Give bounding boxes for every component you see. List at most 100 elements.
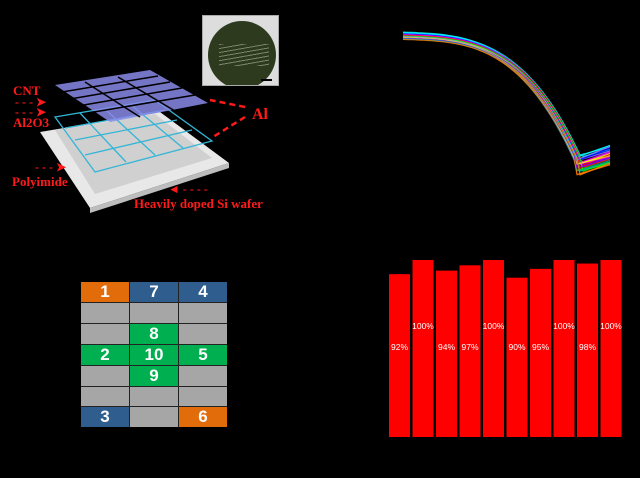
transfer-curve (402, 31, 611, 157)
arrow-polyimide: - - - ➤ (35, 160, 67, 174)
bar-chip-8 (553, 260, 575, 437)
y-tick-label: 60 (365, 326, 377, 338)
arrow-si-wafer: ◄ - - - - (168, 182, 208, 196)
transfer-curve (402, 36, 611, 161)
device-schematic: CNT - - - ➤ - - - ➤ Al2O3 Al - - - ➤ Pol… (0, 0, 320, 240)
transfer-curve (402, 36, 611, 165)
transfer-curve (402, 31, 611, 157)
transfer-curve (402, 35, 611, 172)
transfer-curve (402, 33, 611, 167)
transfer-curve (402, 34, 611, 168)
transfer-curve (402, 33, 611, 161)
chip-cell-empty (81, 323, 129, 344)
chip-cell-6: 6 (179, 407, 227, 427)
bar-chip-4 (459, 265, 481, 437)
bar-chip-3 (436, 270, 457, 437)
transfer-curve (402, 32, 611, 158)
bar-data-label: 92% (391, 342, 408, 352)
x-tick-label: 10 (605, 445, 617, 457)
chip-cell-empty (179, 365, 227, 386)
chip-cell-empty (81, 365, 129, 386)
x-tick-label: 2 (420, 445, 426, 457)
transfer-curve (402, 32, 611, 161)
chip-cell-empty (130, 386, 178, 406)
bar-data-label: 100% (483, 321, 505, 331)
x-axis-label: Chip number (463, 461, 538, 476)
label-polyimide: Polyimide (12, 174, 68, 189)
transfer-curve (402, 32, 611, 165)
transfer-curve (402, 34, 611, 169)
chip-cell-1: 1 (81, 282, 129, 302)
bar-chip-5 (483, 260, 504, 437)
label-al2o3: Al2O3 (13, 115, 50, 130)
transfer-curve (402, 34, 611, 169)
chip-cell-empty (179, 303, 227, 323)
bar-chip-6 (506, 277, 528, 437)
x-tick-label: 9 (584, 445, 590, 457)
bar-data-label: 97% (461, 342, 478, 352)
bar-data-label: 100% (600, 321, 622, 331)
layer-stack-illustration (40, 70, 229, 213)
transfer-curve (402, 34, 611, 172)
chip-cell-4: 4 (179, 282, 227, 302)
transfer-curve (402, 39, 611, 176)
x-tick-label: 4 (467, 445, 473, 457)
chip-cell-empty (81, 303, 129, 323)
chip-cell-9: 9 (130, 365, 178, 386)
label-si-wafer: Heavily doped Si wafer (134, 196, 263, 211)
bar-chip-2 (412, 260, 434, 437)
y-tick-label: 20 (365, 397, 377, 409)
x-tick-label: 7 (537, 445, 543, 457)
transfer-curve (402, 33, 611, 161)
transfer-curve (402, 32, 611, 161)
bar-data-label: 95% (532, 342, 549, 352)
x-tick-label: 5 (490, 445, 496, 457)
transfer-curve (402, 34, 611, 172)
y-tick-label: 40 (365, 361, 377, 373)
bar-data-label: 100% (553, 321, 575, 331)
x-tick-label: 3 (443, 445, 449, 457)
bar-data-label: 98% (579, 342, 596, 352)
transfer-curve (402, 35, 611, 161)
yield-bar-chart: Yield (%) Chip number 02040608010092%110… (330, 255, 622, 476)
chip-cell-7: 7 (130, 282, 178, 302)
transfer-curve (402, 34, 611, 165)
chip-cell-10: 10 (130, 344, 178, 365)
chip-cell-empty (130, 303, 178, 323)
chip-cell-empty (81, 386, 129, 406)
chip-cell-empty (179, 323, 227, 344)
transfer-curve (402, 36, 611, 165)
bar-chip-9 (577, 263, 598, 437)
label-al: Al (252, 106, 268, 123)
y-tick-label: 100 (359, 255, 377, 267)
arrow-cnt: - - - ➤ (15, 95, 47, 109)
transfer-curve (402, 36, 611, 165)
bar-chip-10 (600, 260, 622, 437)
transfer-curve (402, 35, 611, 161)
bar-data-label: 100% (412, 321, 434, 331)
transfer-curve (402, 33, 611, 165)
transfer-curve (402, 35, 611, 172)
arrow-al2o3: - - - ➤ (15, 105, 47, 119)
label-cnt: CNT (13, 83, 41, 98)
bar-data-label: 94% (438, 342, 455, 352)
bar-data-label: 90% (508, 342, 525, 352)
y-tick-label: 0 (371, 432, 377, 444)
chip-cell-3: 3 (81, 407, 129, 427)
x-tick-label: 8 (561, 445, 567, 457)
y-tick-label: 80 (365, 290, 377, 302)
transfer-curve (402, 35, 611, 161)
y-axis-label: Yield (%) (330, 324, 345, 376)
chip-cell-8: 8 (130, 323, 178, 344)
chip-cell-empty (179, 386, 227, 406)
transfer-curve (402, 33, 611, 165)
scale-bar (261, 79, 272, 81)
wafer-photo (202, 15, 279, 86)
transfer-curve (402, 35, 611, 164)
arrows-al (209, 98, 246, 139)
transfer-curves-chart (402, 31, 611, 176)
chip-cell-5: 5 (179, 344, 227, 365)
transfer-curve (402, 36, 611, 167)
transfer-curve (402, 32, 611, 157)
